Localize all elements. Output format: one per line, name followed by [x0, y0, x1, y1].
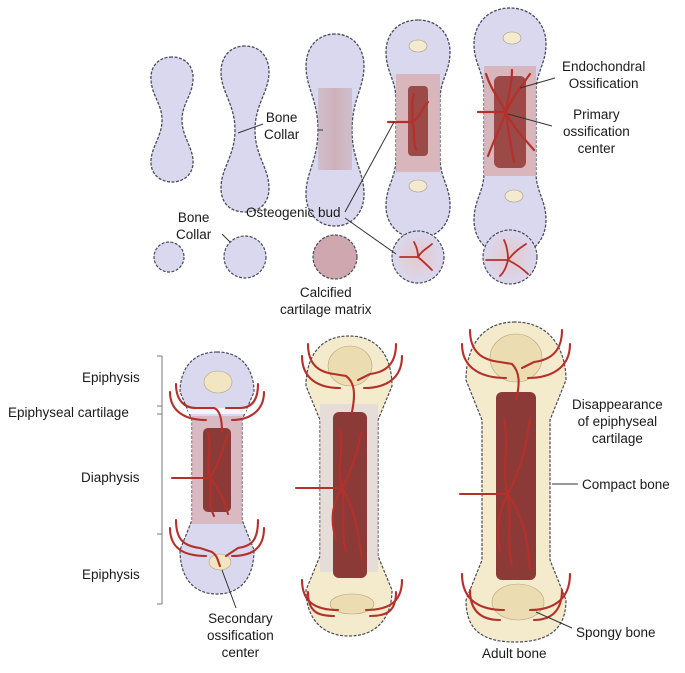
cartilage-cells-bottom-stage-4	[408, 179, 428, 193]
cartilage-cells-top-stage-4	[408, 39, 428, 53]
bone-a-marrow	[203, 428, 231, 512]
bone-a-vessels	[168, 382, 266, 568]
cartilage-model-stage-1	[150, 56, 194, 183]
label-secondary-ossification-center: Secondary ossification center	[207, 611, 274, 660]
leader-lines-top	[221, 77, 556, 255]
bone-b-epiphysis-top-spongy	[327, 345, 373, 387]
bone-c-epiphysis-top-spongy	[489, 333, 543, 383]
bone-b-epiphysis-bottom-spongy	[329, 593, 375, 615]
bone-b-vessels	[294, 342, 404, 618]
label-endochondral-ossification: Endochondral Ossification	[562, 59, 646, 91]
cartilage-cells-top-stage-5	[502, 31, 522, 45]
label-calcified-cartilage-matrix: Calcified cartilage matrix	[280, 285, 372, 317]
label-osteogenic-bud: Osteogenic bud	[246, 205, 341, 220]
cross-section-3-calcified	[312, 234, 358, 280]
bone-a-secondary-center	[208, 553, 232, 571]
cartilage-cells-bottom-stage-5	[504, 189, 524, 203]
calcified-region-stage-3	[318, 88, 352, 170]
label-compact-bone: Compact bone	[582, 477, 670, 492]
label-adult-bone: Adult bone	[482, 646, 547, 661]
vessels-cross-section-4	[399, 241, 433, 271]
cross-section-2	[223, 235, 267, 279]
label-epiphyseal-cartilage: Epiphyseal cartilage	[8, 405, 129, 420]
cross-section-1	[153, 241, 185, 273]
label-disappearance-of-epiphyseal-cartilage: Disappearance of epiphyseal cartilage	[572, 397, 663, 446]
label-primary-ossification-center: Primary ossification center	[563, 107, 630, 156]
bone-a-epiphysis-top-spongy	[203, 370, 233, 394]
bone-c-epiphysis-bottom-spongy	[491, 583, 545, 621]
vessels-cross-section-5	[485, 239, 529, 277]
marrow-core-stage-5	[494, 76, 526, 168]
vessels-stage-4	[386, 92, 430, 152]
label-bone-collar-1: Bone Collar	[264, 110, 300, 142]
cartilage-model-stage-2	[220, 45, 270, 213]
bone-c-vessels	[458, 328, 572, 622]
label-epiphysis-top: Epiphysis	[82, 370, 140, 385]
label-spongy-bone: Spongy bone	[576, 625, 656, 640]
label-epiphysis-bottom: Epiphysis	[82, 567, 140, 582]
label-bone-collar-2: Bone Collar	[176, 210, 212, 242]
leader-lines-bottom	[221, 483, 578, 629]
vessels-stage-5	[476, 68, 536, 164]
region-bracket	[157, 355, 163, 605]
label-diaphysis: Diaphysis	[81, 470, 140, 485]
